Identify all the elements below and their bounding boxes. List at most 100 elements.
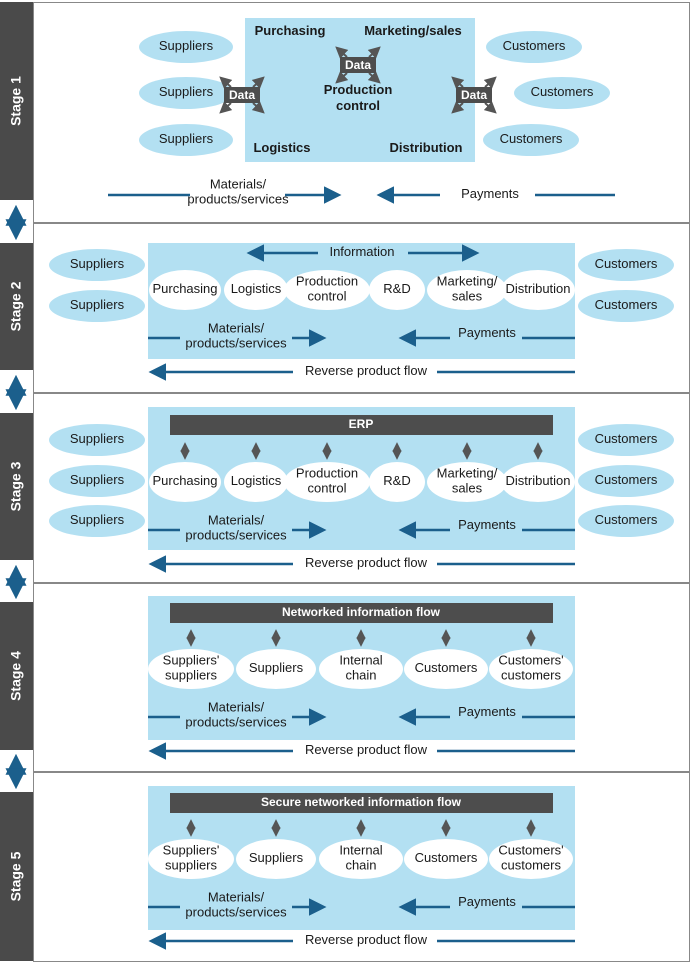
stage2-function-label-line: Logistics: [231, 281, 282, 296]
stage3-function-label: Logistics: [231, 473, 282, 488]
stage-2-bar: [0, 243, 33, 370]
stage1-data-badge-left-box: [224, 87, 260, 103]
stage2-materials-label-line: products/services: [185, 336, 287, 351]
stage1-purchasing-label-line: Purchasing: [255, 23, 326, 38]
stage1-purchasing-label: Purchasing: [255, 23, 326, 38]
stage4-reverse-label: Reverse product flow: [305, 742, 428, 757]
stage2-reverse-label: Reverse product flow: [305, 363, 428, 378]
stage1-customer-label-line: Customers: [503, 38, 566, 53]
stage2-materials-label-line: Materials/: [208, 321, 265, 336]
stage3-supplier-label-line: Suppliers: [70, 431, 125, 446]
stage1-customer-label: Customers: [503, 38, 566, 53]
stage4-node-label-line: customers: [501, 668, 561, 683]
stage2-function-label-line: Purchasing: [152, 281, 217, 296]
stage2-function-oval: [224, 270, 288, 310]
stage2-function-label-line: sales: [452, 289, 483, 304]
stage3-function-label-line: R&D: [383, 473, 410, 488]
stage1-payments-label: Payments: [461, 186, 519, 201]
stage1-production-label-line: control: [336, 98, 380, 113]
stage1-data-badge-right-label-line: Data: [461, 88, 487, 102]
stage3-function-label: R&D: [383, 473, 410, 488]
stage3-materials-label: Materials/products/services: [185, 513, 287, 543]
stage3-customer-label: Customers: [595, 431, 658, 446]
stage4-node-label-line: Suppliers: [249, 660, 304, 675]
stage1-data-badge-center-label-line: Data: [345, 58, 371, 72]
stage1-supplier-oval: [139, 77, 233, 109]
stage3-function-oval: [427, 462, 507, 502]
stage3-function-label-line: control: [307, 481, 346, 496]
stage1-data-badge-center-label: Data: [345, 58, 371, 72]
stage3-function-oval: [369, 462, 425, 502]
stage4-info-bar-label-line: Networked information flow: [282, 605, 441, 619]
stage2-supplier-label-line: Suppliers: [70, 297, 125, 312]
stage1-customer-label-line: Customers: [531, 84, 594, 99]
stage3-function-label: Purchasing: [152, 473, 217, 488]
stage1-data-badge-left-arrow-ne: [251, 76, 265, 89]
stage1-customer-label: Customers: [500, 131, 563, 146]
stage-4-bar: [0, 602, 33, 750]
stage2-payments-label: Payments: [458, 325, 516, 340]
stage1-data-badge-center-arrow-se: [367, 71, 381, 84]
stage2-function-oval: [149, 270, 221, 310]
stage5-info-bar: [170, 793, 553, 813]
stage3-customer-label: Customers: [595, 472, 658, 487]
stage1-data-badge-left-arrow-sw: [219, 101, 233, 114]
stage4-node-label-line: chain: [345, 668, 376, 683]
stage2-supplier-label: Suppliers: [70, 256, 125, 271]
stage1-data-badge-left-label-line: Data: [229, 88, 255, 102]
stage2-supplier-oval: [49, 249, 145, 281]
stage1-data-badge-left-label: Data: [229, 88, 255, 102]
stage3-customer-oval: [578, 465, 674, 497]
stage4-node-oval: [489, 649, 573, 689]
stage2-materials-label: Materials/products/services: [185, 321, 287, 351]
stage3-supplier-label-line: Suppliers: [70, 512, 125, 527]
stage-5-label: Stage 5: [8, 851, 24, 901]
stage3-supplier-label: Suppliers: [70, 431, 125, 446]
stage3-customer-label: Customers: [595, 512, 658, 527]
stage4-info-bar-label: Networked information flow: [282, 605, 441, 619]
stage3-materials-label-line: Materials/: [208, 513, 265, 528]
stage5-node-label-line: Suppliers: [249, 850, 304, 865]
stage2-information-label: Information: [329, 244, 394, 259]
stage2-payments-label-line: Payments: [458, 325, 516, 340]
stage4-node-label-line: Customers': [498, 653, 563, 668]
stage3-function-label-line: Purchasing: [152, 473, 217, 488]
stage1-supplier-label-line: Suppliers: [159, 131, 214, 146]
stage5-node-label-line: suppliers: [165, 858, 218, 873]
stage5-node-oval: [148, 839, 234, 879]
stage1-customer-label: Customers: [531, 84, 594, 99]
stage-2-label: Stage 2: [8, 281, 24, 331]
stage1-data-badge-left-arrow-se: [251, 101, 265, 114]
stage1-data-badge-center-arrow-ne: [367, 46, 381, 59]
stage5-node-oval: [489, 839, 573, 879]
stage1-distribution-label: Distribution: [390, 140, 463, 155]
stage3-function-oval: [501, 462, 575, 502]
stage2-customer-oval: [578, 290, 674, 322]
stage5-node-label-line: Customers': [498, 843, 563, 858]
stage2-function-label-line: Marketing/: [437, 274, 498, 289]
stage3-function-label: Marketing/sales: [437, 466, 498, 496]
stage2-customer-label: Customers: [595, 297, 658, 312]
stage5-node-label: Suppliers'suppliers: [163, 843, 220, 873]
stage2-supplier-label-line: Suppliers: [70, 256, 125, 271]
stage2-supplier-oval: [49, 290, 145, 322]
stage1-materials-label-line: Materials/: [210, 177, 267, 192]
stage4-node-label-line: Suppliers': [163, 653, 220, 668]
stage1-materials-label-line: products/services: [187, 192, 289, 207]
stage3-supplier-label: Suppliers: [70, 512, 125, 527]
stage1-marketing-label: Marketing/sales: [364, 23, 462, 38]
stage-5-bar: [0, 792, 33, 961]
stage4-reverse-label-line: Reverse product flow: [305, 742, 428, 757]
stage4-materials-label: Materials/products/services: [185, 700, 287, 730]
stage4-node-label-line: Internal: [339, 653, 382, 668]
stage3-customer-label-line: Customers: [595, 472, 658, 487]
stage5-node-label-line: Suppliers': [163, 843, 220, 858]
stage2-function-label-line: R&D: [383, 281, 410, 296]
stage5-node-oval: [236, 839, 316, 879]
stage2-reverse-label-line: Reverse product flow: [305, 363, 428, 378]
stage1-data-badge-right-arrow-nw: [451, 76, 465, 89]
stage3-function-label-line: sales: [452, 481, 483, 496]
stage1-customer-label-line: Customers: [500, 131, 563, 146]
